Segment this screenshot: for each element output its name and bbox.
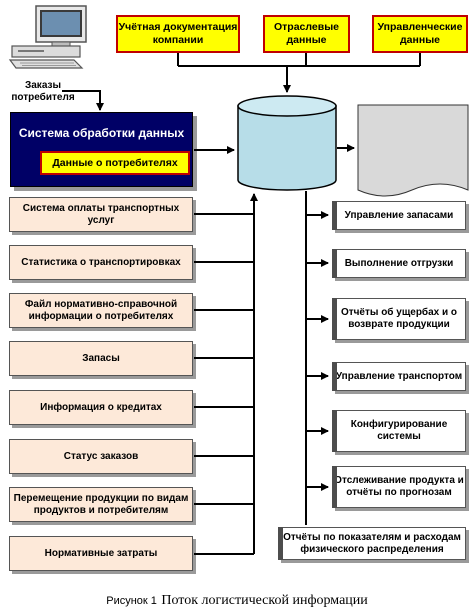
- input-transport-payment-system: Система оплаты транспортных услуг: [9, 197, 193, 232]
- order-parameters-label: Параметры заказа: [376, 122, 450, 153]
- common-database-label: Общая БД: [258, 130, 316, 170]
- source-industry-data: Отраслевые данные: [263, 15, 350, 53]
- figure-title: Поток логистической информации: [161, 593, 368, 608]
- data-processing-system-title: Система обработки данных: [18, 126, 185, 140]
- input-order-status: Статус заказов: [9, 439, 193, 474]
- input-standard-costs: Нормативные затраты: [9, 536, 193, 571]
- figure-number: Рисунок 1: [106, 595, 157, 607]
- customer-data-box: Данные о потребителях: [40, 151, 190, 175]
- source-management-data: Управленческие данные: [372, 15, 468, 53]
- output-shipment-execution: Выполнение отгрузки: [332, 249, 466, 278]
- output-distribution-reports: Отчёты по показателям и расходам физичес…: [278, 527, 466, 560]
- input-inventory: Запасы: [9, 341, 193, 376]
- input-product-movement: Перемещение продукции по видам продуктов…: [9, 487, 193, 522]
- output-transport-management: Управление транспортом: [332, 362, 466, 391]
- source-accounting-docs: Учётная документация компании: [116, 15, 240, 53]
- source-connectors: [177, 53, 421, 93]
- output-connectors: [305, 191, 329, 525]
- customer-orders-label: Заказы потребителя: [11, 80, 75, 103]
- output-inventory-management: Управление запасами: [332, 201, 466, 230]
- computer-icon: [8, 5, 87, 69]
- output-damage-return-reports: Отчёты об ущербах и о возврате продукции: [332, 298, 466, 340]
- input-transport-statistics: Статистика о транспортировках: [9, 245, 193, 280]
- input-customer-reference-file: Файл нормативно-справочной информации о …: [9, 293, 193, 328]
- output-system-configuration: Конфигурирование системы: [332, 410, 466, 452]
- input-connectors: [194, 193, 258, 555]
- input-credit-information: Информация о кредитах: [9, 390, 193, 425]
- figure-caption: Рисунок 1 Поток логистической информации: [0, 591, 474, 609]
- data-processing-system: Система обработки данных Данные о потреб…: [10, 112, 193, 187]
- output-tracking-forecast-reports: Отслеживание продукта и отчёты по прогно…: [332, 466, 466, 508]
